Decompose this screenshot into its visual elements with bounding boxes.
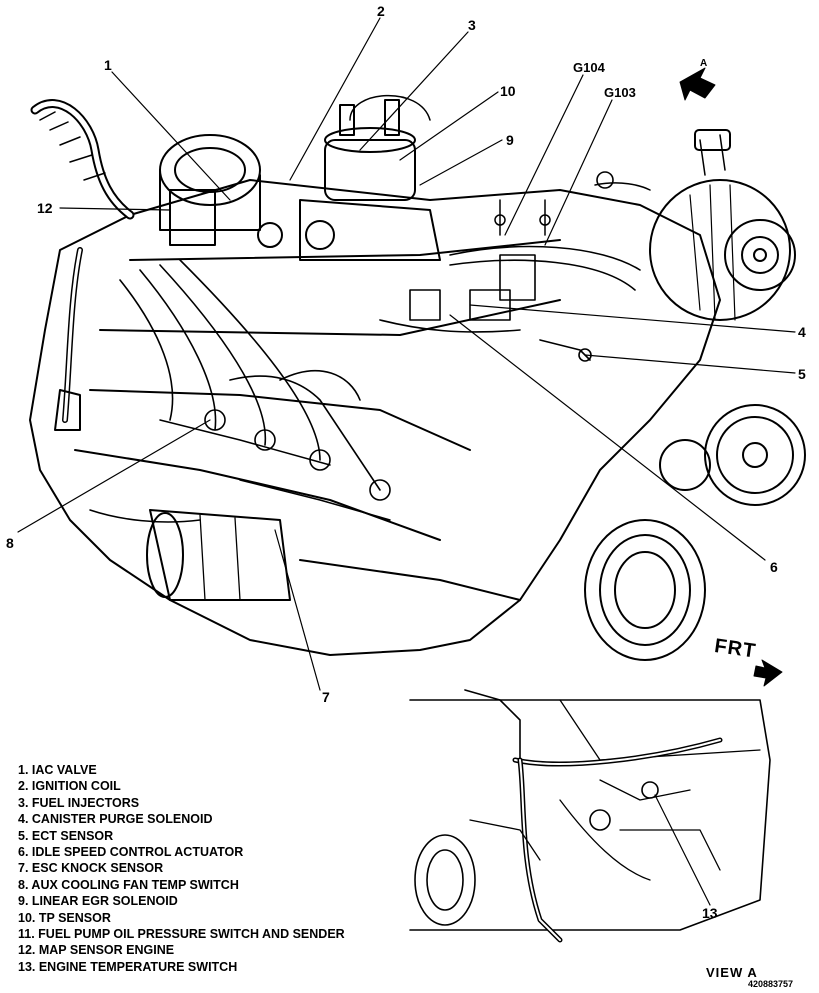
spark-plug-wires — [119, 259, 391, 501]
callout-4: 4 — [798, 324, 806, 340]
front-direction-label: FRT — [713, 635, 758, 663]
leader-lines — [17, 17, 796, 906]
legend-item: 7. ESC KNOCK SENSOR — [18, 861, 164, 876]
callout-12: 12 — [37, 200, 53, 216]
view-a-inset — [409, 689, 771, 943]
legend-item: 1. IAC VALVE — [18, 763, 97, 777]
component-legend: 1. IAC VALVE 2. IGNITION COIL 3. FUEL IN… — [18, 762, 345, 975]
ground-studs — [494, 199, 551, 236]
pulleys — [584, 404, 806, 661]
callout-13: 13 — [702, 905, 718, 921]
wiring-harness — [30, 99, 135, 431]
distributor — [159, 134, 261, 246]
figure-code: 420883757 — [748, 979, 794, 989]
callout-7: 7 — [322, 689, 330, 705]
legend-item: 8. AUX COOLING FAN TEMP SWITCH — [18, 877, 239, 892]
callout-6: 6 — [770, 559, 778, 575]
callout-9: 9 — [506, 132, 514, 148]
view-a-label: VIEW A — [706, 965, 758, 980]
legend-item: 4. CANISTER PURGE SOLENOID — [18, 812, 213, 827]
legend-item: 2. IGNITION COIL — [18, 779, 121, 794]
callout-2: 2 — [377, 3, 385, 19]
legend-item: 3. FUEL INJECTORS — [18, 795, 140, 810]
throttle-body — [257, 94, 441, 261]
callout-g103: G103 — [604, 85, 636, 100]
legend-item: 13. ENGINE TEMPERATURE SWITCH — [18, 959, 238, 974]
legend-item: 12. MAP SENSOR ENGINE — [18, 943, 175, 958]
alternator — [649, 129, 796, 321]
engine-block — [29, 179, 721, 656]
callout-1: 1 — [104, 57, 112, 73]
starter — [89, 509, 291, 601]
legend-item: 6. IDLE SPEED CONTROL ACTUATOR — [18, 845, 244, 860]
legend-item: 5. ECT SENSOR — [18, 828, 114, 843]
view-arrow-label: A — [700, 58, 708, 69]
vacuum-lines — [379, 171, 651, 362]
callout-10: 10 — [500, 83, 516, 99]
callout-8: 8 — [6, 535, 14, 551]
view-a-arrow — [679, 67, 716, 101]
legend-item: 9. LINEAR EGR SOLENOID — [18, 894, 178, 909]
callout-g104: G104 — [573, 60, 605, 75]
callout-3: 3 — [468, 17, 476, 33]
callout-5: 5 — [798, 366, 806, 382]
legend-item: 11. FUEL PUMP OIL PRESSURE SWITCH AND SE… — [18, 927, 345, 942]
front-arrow — [753, 659, 783, 687]
legend-item: 10. TP SENSOR — [18, 910, 111, 925]
